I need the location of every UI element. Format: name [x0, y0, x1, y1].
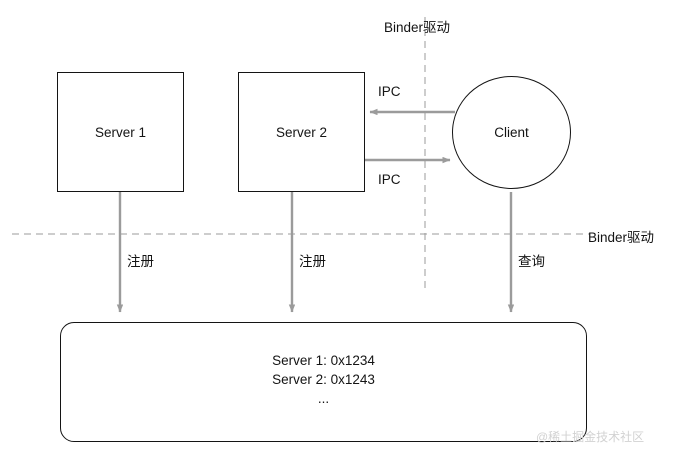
label-register-server2: 注册: [299, 254, 326, 269]
label-ipc-bottom: IPC: [378, 172, 401, 187]
node-service-manager[interactable]: Server 1: 0x1234 Server 2: 0x1243 ...: [60, 322, 587, 442]
node-client[interactable]: Client: [452, 76, 571, 189]
watermark: @稀土掘金技术社区: [536, 430, 645, 444]
node-server1[interactable]: Server 1: [57, 72, 184, 192]
label-query-client: 查询: [518, 254, 545, 269]
node-server1-label: Server 1: [94, 124, 147, 140]
label-binder-right: Binder驱动: [588, 230, 655, 245]
node-server2-label: Server 2: [275, 124, 328, 140]
node-client-label: Client: [494, 125, 529, 140]
service-manager-entry-ellipsis: ...: [317, 391, 330, 406]
service-manager-entry-1: Server 1: 0x1234: [272, 353, 375, 368]
label-ipc-top: IPC: [378, 84, 401, 99]
service-manager-entry-2: Server 2: 0x1243: [272, 372, 375, 387]
label-binder-top: Binder驱动: [384, 20, 451, 35]
label-register-server1: 注册: [127, 254, 154, 269]
node-server2[interactable]: Server 2: [238, 72, 365, 192]
service-manager-entries: Server 1: 0x1234 Server 2: 0x1243 ...: [61, 351, 586, 408]
